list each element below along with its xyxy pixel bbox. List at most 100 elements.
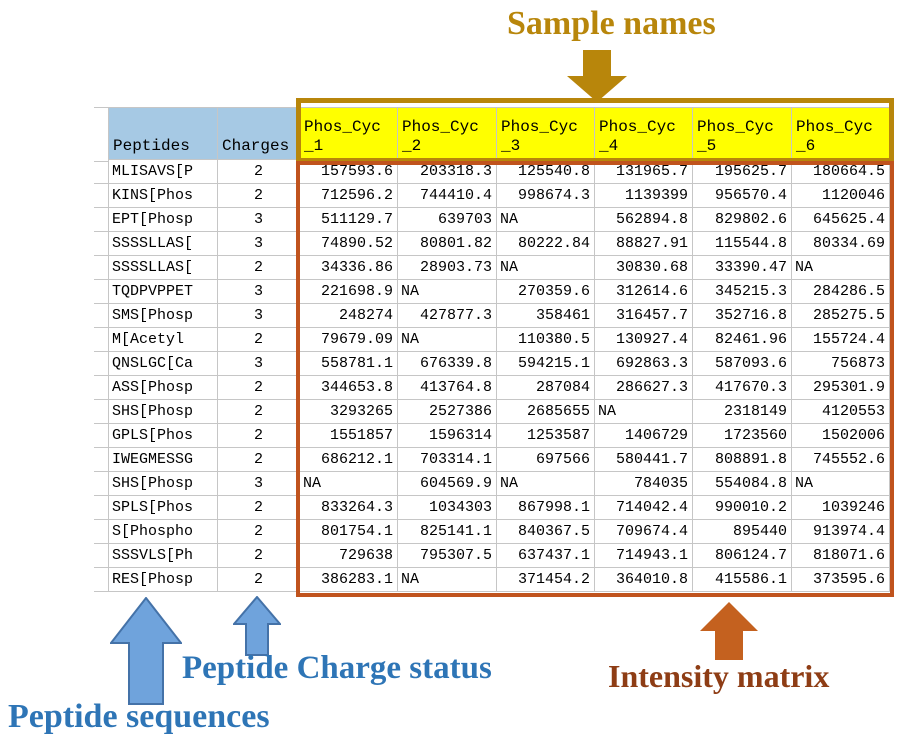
intensity-cell[interactable]: 345215.3 bbox=[693, 280, 792, 304]
column-header-sample-4[interactable]: Phos_Cyc_4 bbox=[595, 107, 693, 160]
intensity-cell[interactable]: 195625.7 bbox=[693, 160, 792, 184]
intensity-cell[interactable]: NA bbox=[398, 328, 497, 352]
intensity-cell[interactable]: 703314.1 bbox=[398, 448, 497, 472]
intensity-cell[interactable]: 990010.2 bbox=[693, 496, 792, 520]
intensity-cell[interactable]: 692863.3 bbox=[595, 352, 693, 376]
charge-cell[interactable]: 2 bbox=[218, 160, 300, 184]
intensity-cell[interactable]: 270359.6 bbox=[497, 280, 595, 304]
intensity-cell[interactable]: 637437.1 bbox=[497, 544, 595, 568]
intensity-cell[interactable]: 729638 bbox=[300, 544, 398, 568]
intensity-cell[interactable]: 709674.4 bbox=[595, 520, 693, 544]
intensity-cell[interactable]: 818071.6 bbox=[792, 544, 890, 568]
intensity-cell[interactable]: 248274 bbox=[300, 304, 398, 328]
charge-cell[interactable]: 2 bbox=[218, 448, 300, 472]
peptide-cell[interactable]: EPT[Phosp bbox=[108, 208, 218, 232]
charge-cell[interactable]: 2 bbox=[218, 544, 300, 568]
intensity-cell[interactable]: 4120553 bbox=[792, 400, 890, 424]
peptide-cell[interactable]: QNSLGC[Ca bbox=[108, 352, 218, 376]
intensity-cell[interactable]: 2318149 bbox=[693, 400, 792, 424]
intensity-cell[interactable]: 801754.1 bbox=[300, 520, 398, 544]
intensity-cell[interactable]: NA bbox=[792, 472, 890, 496]
intensity-cell[interactable]: 88827.91 bbox=[595, 232, 693, 256]
intensity-cell[interactable]: 829802.6 bbox=[693, 208, 792, 232]
intensity-cell[interactable]: 352716.8 bbox=[693, 304, 792, 328]
intensity-cell[interactable]: 1139399 bbox=[595, 184, 693, 208]
intensity-cell[interactable]: 2685655 bbox=[497, 400, 595, 424]
peptide-cell[interactable]: SSSSLLAS[ bbox=[108, 232, 218, 256]
peptide-cell[interactable]: TQDPVPPET bbox=[108, 280, 218, 304]
intensity-cell[interactable]: 745552.6 bbox=[792, 448, 890, 472]
intensity-cell[interactable]: 511129.7 bbox=[300, 208, 398, 232]
column-header-sample-6[interactable]: Phos_Cyc_6 bbox=[792, 107, 890, 160]
intensity-cell[interactable]: 155724.4 bbox=[792, 328, 890, 352]
peptide-cell[interactable]: KINS[Phos bbox=[108, 184, 218, 208]
peptide-cell[interactable]: SHS[Phosp bbox=[108, 472, 218, 496]
intensity-cell[interactable]: 413764.8 bbox=[398, 376, 497, 400]
charge-cell[interactable]: 3 bbox=[218, 472, 300, 496]
charge-cell[interactable]: 3 bbox=[218, 232, 300, 256]
intensity-cell[interactable]: 714943.1 bbox=[595, 544, 693, 568]
peptide-cell[interactable]: SSSSLLAS[ bbox=[108, 256, 218, 280]
intensity-cell[interactable]: NA bbox=[300, 472, 398, 496]
intensity-cell[interactable]: 808891.8 bbox=[693, 448, 792, 472]
intensity-cell[interactable]: 285275.5 bbox=[792, 304, 890, 328]
intensity-cell[interactable]: 833264.3 bbox=[300, 496, 398, 520]
peptide-cell[interactable]: MLISAVS[P bbox=[108, 160, 218, 184]
intensity-cell[interactable]: 316457.7 bbox=[595, 304, 693, 328]
intensity-cell[interactable]: NA bbox=[398, 568, 497, 592]
intensity-cell[interactable]: 295301.9 bbox=[792, 376, 890, 400]
intensity-cell[interactable]: 587093.6 bbox=[693, 352, 792, 376]
intensity-cell[interactable]: 364010.8 bbox=[595, 568, 693, 592]
intensity-cell[interactable]: 312614.6 bbox=[595, 280, 693, 304]
peptide-cell[interactable]: ASS[Phosp bbox=[108, 376, 218, 400]
column-header-charges[interactable]: Charges bbox=[218, 107, 300, 160]
intensity-cell[interactable]: 806124.7 bbox=[693, 544, 792, 568]
charge-cell[interactable]: 3 bbox=[218, 304, 300, 328]
intensity-cell[interactable]: 956570.4 bbox=[693, 184, 792, 208]
intensity-cell[interactable]: 80222.84 bbox=[497, 232, 595, 256]
intensity-cell[interactable]: 221698.9 bbox=[300, 280, 398, 304]
charge-cell[interactable]: 3 bbox=[218, 280, 300, 304]
intensity-cell[interactable]: 639703 bbox=[398, 208, 497, 232]
intensity-cell[interactable]: 840367.5 bbox=[497, 520, 595, 544]
intensity-cell[interactable]: 554084.8 bbox=[693, 472, 792, 496]
charge-cell[interactable]: 2 bbox=[218, 256, 300, 280]
intensity-cell[interactable]: 1406729 bbox=[595, 424, 693, 448]
column-header-sample-3[interactable]: Phos_Cyc_3 bbox=[497, 107, 595, 160]
intensity-cell[interactable]: NA bbox=[792, 256, 890, 280]
peptide-cell[interactable]: SHS[Phosp bbox=[108, 400, 218, 424]
charge-cell[interactable]: 2 bbox=[218, 496, 300, 520]
intensity-cell[interactable]: NA bbox=[398, 280, 497, 304]
intensity-cell[interactable]: 74890.52 bbox=[300, 232, 398, 256]
charge-cell[interactable]: 2 bbox=[218, 376, 300, 400]
charge-cell[interactable]: 2 bbox=[218, 568, 300, 592]
intensity-cell[interactable]: 287084 bbox=[497, 376, 595, 400]
intensity-cell[interactable]: 1034303 bbox=[398, 496, 497, 520]
intensity-cell[interactable]: 1120046 bbox=[792, 184, 890, 208]
intensity-cell[interactable]: 130927.4 bbox=[595, 328, 693, 352]
intensity-cell[interactable]: 756873 bbox=[792, 352, 890, 376]
intensity-cell[interactable]: 125540.8 bbox=[497, 160, 595, 184]
intensity-cell[interactable]: 784035 bbox=[595, 472, 693, 496]
intensity-cell[interactable]: 180664.5 bbox=[792, 160, 890, 184]
intensity-cell[interactable]: NA bbox=[497, 472, 595, 496]
intensity-cell[interactable]: NA bbox=[497, 256, 595, 280]
intensity-cell[interactable]: 825141.1 bbox=[398, 520, 497, 544]
intensity-cell[interactable]: 373595.6 bbox=[792, 568, 890, 592]
peptide-cell[interactable]: S[Phospho bbox=[108, 520, 218, 544]
intensity-cell[interactable]: 344653.8 bbox=[300, 376, 398, 400]
intensity-cell[interactable]: 580441.7 bbox=[595, 448, 693, 472]
intensity-cell[interactable]: 2527386 bbox=[398, 400, 497, 424]
charge-cell[interactable]: 2 bbox=[218, 328, 300, 352]
intensity-cell[interactable]: 417670.3 bbox=[693, 376, 792, 400]
intensity-cell[interactable]: 867998.1 bbox=[497, 496, 595, 520]
intensity-cell[interactable]: 686212.1 bbox=[300, 448, 398, 472]
intensity-cell[interactable]: 415586.1 bbox=[693, 568, 792, 592]
peptide-cell[interactable]: IWEGMESSG bbox=[108, 448, 218, 472]
intensity-cell[interactable]: 284286.5 bbox=[792, 280, 890, 304]
peptide-cell[interactable]: SMS[Phosp bbox=[108, 304, 218, 328]
intensity-cell[interactable]: 1551857 bbox=[300, 424, 398, 448]
intensity-cell[interactable]: 697566 bbox=[497, 448, 595, 472]
intensity-cell[interactable]: 358461 bbox=[497, 304, 595, 328]
charge-cell[interactable]: 3 bbox=[218, 352, 300, 376]
